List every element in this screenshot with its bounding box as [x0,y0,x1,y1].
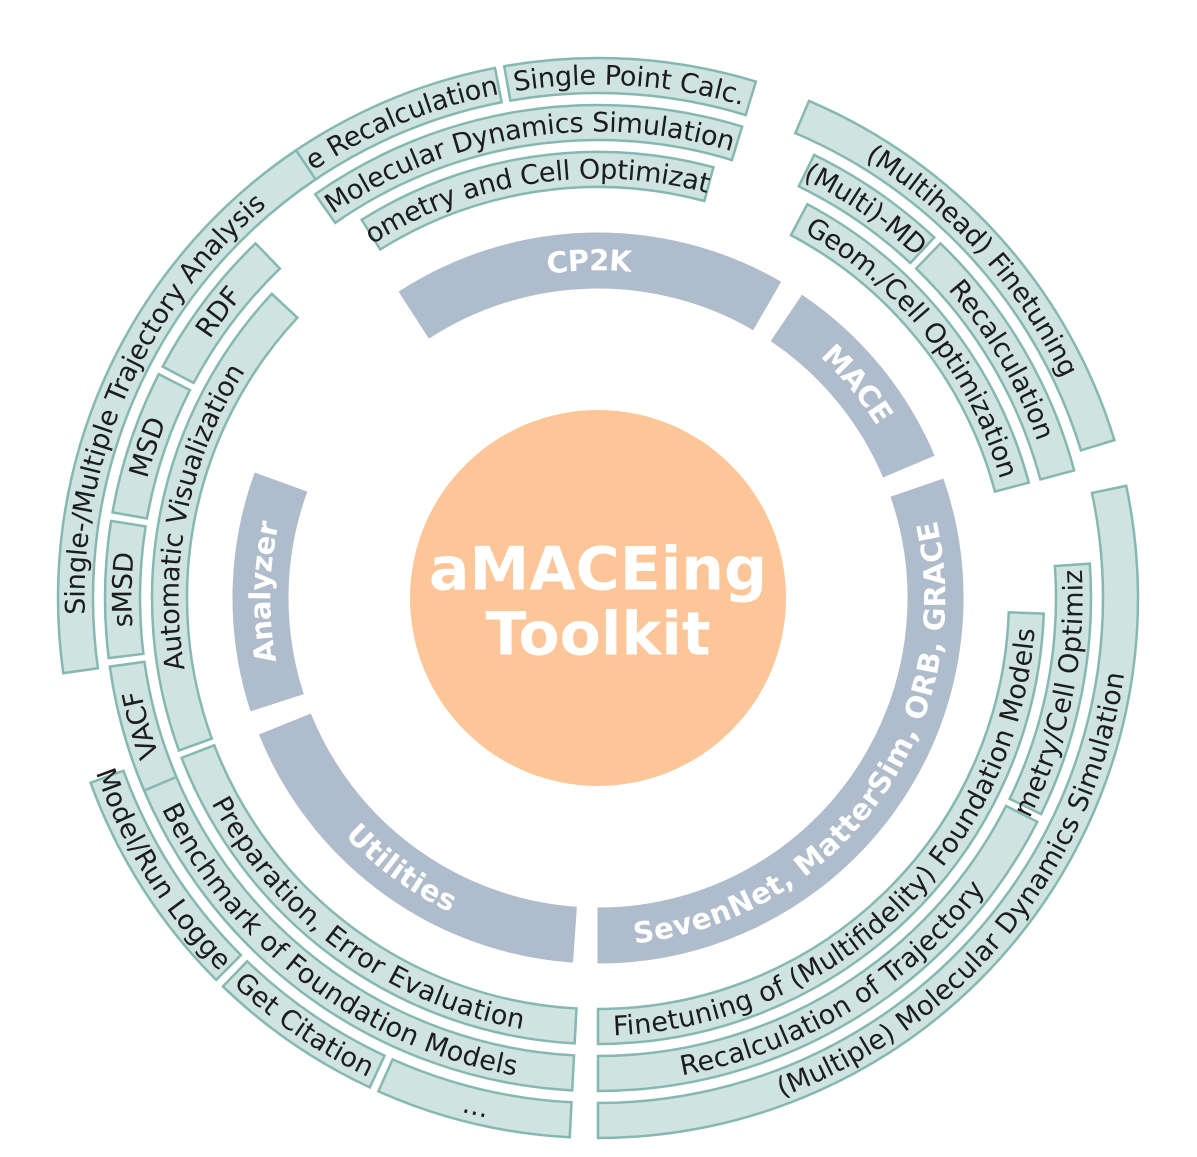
feature-analyzer-single-multiple-trajectory-analysis-segment [56,148,318,675]
feature-cp2k-single-point-calc-label: Single Point Calc. [511,60,749,111]
center-title-line1: aMACEing [429,535,767,605]
feature-foundation-finetuning-of-multifidelity-foundation-models-segment [596,611,1046,1046]
feature-foundation-multiple-molecular-dynamics-simulation-label: (Multiple) Molecular Dynamics Simulation [773,670,1131,1103]
feature-mace-multi-md-segment [797,153,936,265]
feature-foundation-recalculation-of-trajectory-segment [596,804,1039,1093]
module-utilities-segment [258,713,577,963]
feature-utilities-preparation-error-evaluation-segment [180,743,578,1045]
feature-mace-geom-cell-optimization-segment [789,202,1031,494]
center-hub: aMACEing Toolkit [410,410,786,786]
feature-analyzer-smsd-label: sMSD [107,551,140,628]
feature-cp2k-geometry-and-cell-optimization-segment [359,150,715,252]
feature-foundation-multiple-molecular-dynamics-simulation-segment [596,484,1140,1140]
feature-analyzer-msd-segment [111,372,192,520]
feature-utilities-model-run-logger-segment [88,769,243,982]
feature-analyzer-smsd-segment [103,519,148,660]
module-analyzer-segment [232,472,308,712]
feature-mace-recalculation-segment [914,241,1076,481]
feature-mace-multihead-finetuning-segment [793,99,1116,452]
feature-analyzer-rdf-segment [161,241,282,385]
module-foundation-segment [597,478,964,964]
center-circle [410,410,786,786]
feature-analyzer-vacf-segment [108,660,179,793]
module-cp2k-segment [398,232,782,339]
feature-analyzer-automatic-visualization-segment [150,292,300,753]
feature-utilities-ellipsis-segment [376,1057,573,1139]
feature-cp2k-molecular-dynamics-simulation-segment [313,103,744,225]
module-cp2k-label: CP2K [545,243,635,281]
feature-foundation-geometry-cell-optimization-segment [1007,562,1093,816]
feature-utilities-get-citation-segment [221,959,387,1090]
center-title-line2: Toolkit [485,600,710,670]
module-mace-segment [770,294,935,478]
feature-cp2k-single-point-calc-segment [502,56,758,117]
